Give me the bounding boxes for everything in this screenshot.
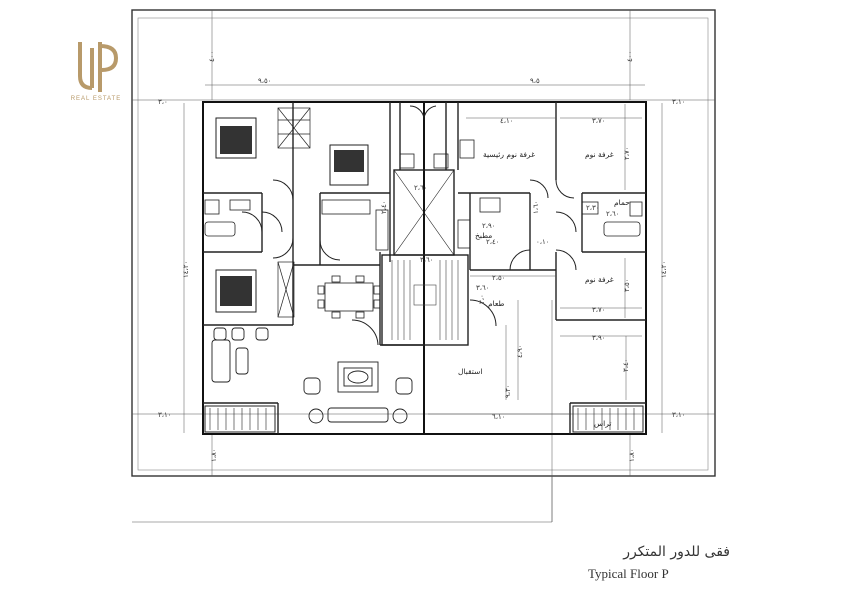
bed-icon xyxy=(215,269,257,313)
dim-kitchen-a: ١،٦٠ xyxy=(533,200,540,214)
wardrobes xyxy=(277,107,311,318)
dim-bottom-right: ١،٨٠ xyxy=(629,448,636,462)
bed-icon xyxy=(215,117,257,159)
room-master-bedroom: غرفة نوم رئيسية xyxy=(483,150,535,159)
core-walls xyxy=(381,102,469,346)
dim-offset-right-top: ٣،١٠ xyxy=(672,99,686,106)
dim-bed2-height: ٢،٧٠ xyxy=(624,146,631,160)
dim-offset-right-bottom: ٣،١٠ xyxy=(672,412,686,419)
dim-kitchen-c: ٠،١٠ xyxy=(536,239,550,246)
dim-dining-height: ٣،٠ xyxy=(479,294,486,304)
dim-dining-width: ٢،٥٠ xyxy=(492,275,506,282)
dim-hall-height: ٣،٤٠ xyxy=(623,358,630,372)
plot-boundary xyxy=(131,9,716,477)
dim-dining-depth: ٣،٦٠ xyxy=(476,285,490,292)
dim-kitchen-b: ٢،٤٠ xyxy=(486,239,500,246)
dim-bath-width: ٢،٦٠ xyxy=(606,211,620,218)
dim-bath-height: ٢،٣٠ xyxy=(586,205,600,212)
dim-reception-height-2: ٤،٩٠ xyxy=(517,344,524,358)
dim-master-width: ٤،١٠ xyxy=(500,118,514,125)
interior-dimension-lines xyxy=(428,104,642,415)
bath-fixtures xyxy=(204,139,643,237)
brand-logo-icon xyxy=(78,42,119,92)
dim-reception-height: ٩،٣٠ xyxy=(505,384,512,398)
stair xyxy=(391,260,459,340)
dim-stair-width: ٣،٦٠ xyxy=(420,257,434,264)
dim-height-right: ١٤،٢٠ xyxy=(661,261,668,278)
brand-name: REAL ESTATE xyxy=(70,96,122,102)
room-bedroom-1: غرفة نوم xyxy=(585,150,614,159)
dim-offset-left-bottom: ٣،١٠ xyxy=(158,412,172,419)
dim-offset-left-top: ٣،٠ xyxy=(158,99,168,106)
dim-bed2-width: ٣،٧٠ xyxy=(592,118,606,125)
dim-balcony-width: ٦،١٠ xyxy=(492,414,506,421)
left-apartment-walls xyxy=(203,102,424,434)
dim-elevator-height: ٢،٤٠ xyxy=(381,200,388,214)
dim-right-width: ٩،٥ xyxy=(530,78,540,85)
bed-furniture xyxy=(215,117,369,313)
setback-line xyxy=(137,17,709,471)
room-dining: طعام xyxy=(488,299,505,308)
dim-bed3-width: ٣،٧٠ xyxy=(592,307,606,314)
room-kitchen: مطبخ xyxy=(475,231,492,240)
room-balcony: تراس xyxy=(594,419,611,428)
dining-set xyxy=(317,275,381,319)
dim-hall-width: ٣،٩٠ xyxy=(592,335,606,342)
room-reception: استقبال xyxy=(458,367,482,376)
plan-title-english: Typical Floor P xyxy=(588,566,669,581)
room-bathroom: حمام xyxy=(614,198,630,207)
dim-height-left: ١٤،٢٠ xyxy=(183,261,190,278)
dim-top-total-right: ٤٠٠ xyxy=(627,51,634,62)
kitchen-counters xyxy=(321,197,501,251)
living-furniture xyxy=(211,327,413,424)
balcony-rails xyxy=(204,405,644,433)
dim-bottom-left: ١،٨٠ xyxy=(211,448,218,462)
dim-elevator-width: ٢،٦٠ xyxy=(414,185,428,192)
door-swings xyxy=(241,105,577,346)
dim-bed3-height: ٣،٥٠ xyxy=(624,278,631,292)
dim-top-total: ٤٠٠ xyxy=(209,51,216,62)
right-apartment-walls xyxy=(457,102,646,434)
room-bedroom-2: غرفة نوم xyxy=(585,275,614,284)
dim-kitchen-width: ٢،٩٠ xyxy=(482,223,496,230)
dimension-lines xyxy=(132,10,715,523)
dim-left-width: ٩،٥٠ xyxy=(258,78,272,85)
plan-title-arabic: فقى للدور المتكرر xyxy=(623,544,730,560)
bed-icon xyxy=(329,144,369,186)
